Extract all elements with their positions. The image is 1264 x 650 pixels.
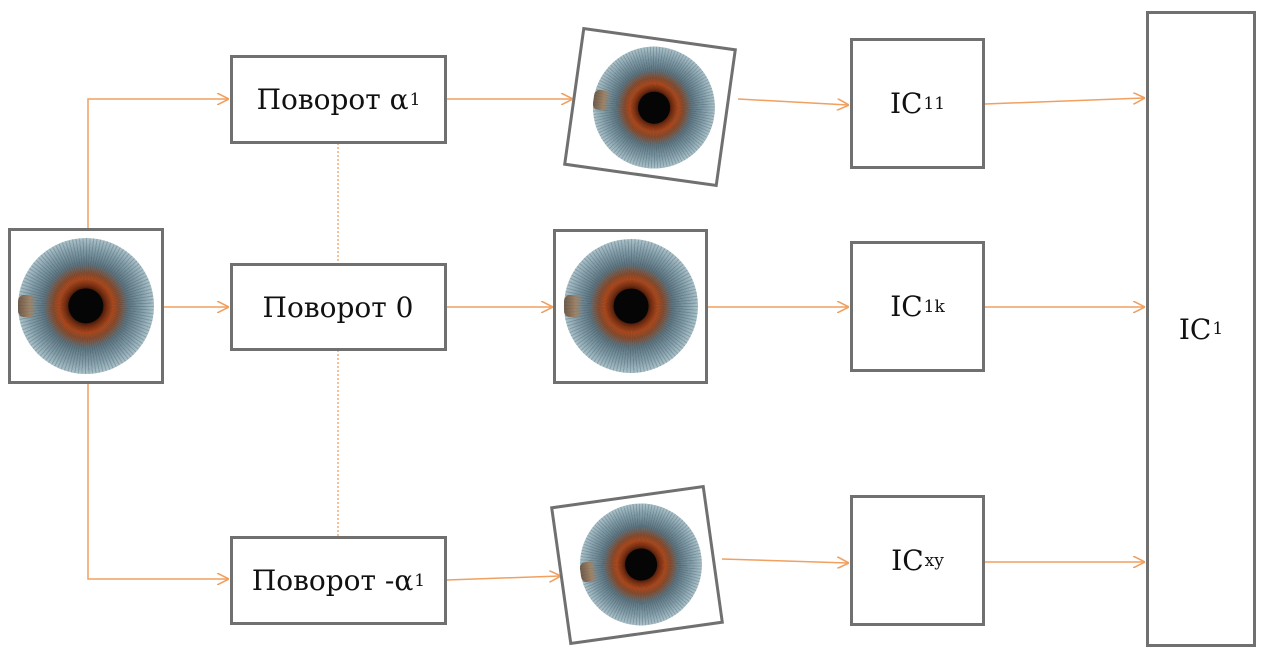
ic-box-11-label: IC	[889, 87, 923, 120]
arrow-rotation-bottom-to-image	[446, 576, 560, 580]
input-eye-image	[18, 238, 154, 374]
ic-box-xy-label: IC	[891, 544, 924, 577]
rotation-box-negative-subscript: 1	[414, 570, 426, 591]
output-box-label: IC	[1178, 312, 1212, 346]
ic-box-1k-label: IC	[890, 290, 923, 323]
rotation-box-positive-label: Поворот α	[256, 83, 409, 116]
arrow-input-to-rotation-top	[87, 99, 228, 230]
input-eye-image-frame	[8, 228, 164, 384]
arrow-image-top-to-ic	[737, 98, 848, 105]
output-box-subscript: 1	[1212, 319, 1224, 339]
rotated-eye-image-negative	[572, 495, 710, 634]
rotation-box-positive-subscript: 1	[409, 89, 421, 110]
arrow-input-to-rotation-bottom	[87, 383, 228, 579]
rotation-box-zero-label: Поворот 0	[262, 290, 414, 324]
rotated-eye-image-zero-frame	[553, 229, 708, 384]
rotation-box-zero: Поворот 0	[230, 263, 447, 351]
rotated-eye-image-positive-frame	[563, 26, 737, 188]
arrow-image-bottom-to-ic	[721, 559, 848, 563]
ic-box-xy-subscript: xy	[924, 550, 944, 571]
rotated-eye-image-positive	[585, 38, 723, 177]
rotated-eye-image-zero	[564, 239, 698, 373]
rotation-box-negative-label: Поворот -α	[251, 564, 414, 597]
arrow-ic-top-to-output	[984, 98, 1144, 105]
rotated-eye-image-negative-frame	[550, 484, 724, 646]
ic-box-11-subscript: 11	[923, 93, 946, 114]
ic-box-1k-subscript: 1k	[923, 296, 945, 317]
